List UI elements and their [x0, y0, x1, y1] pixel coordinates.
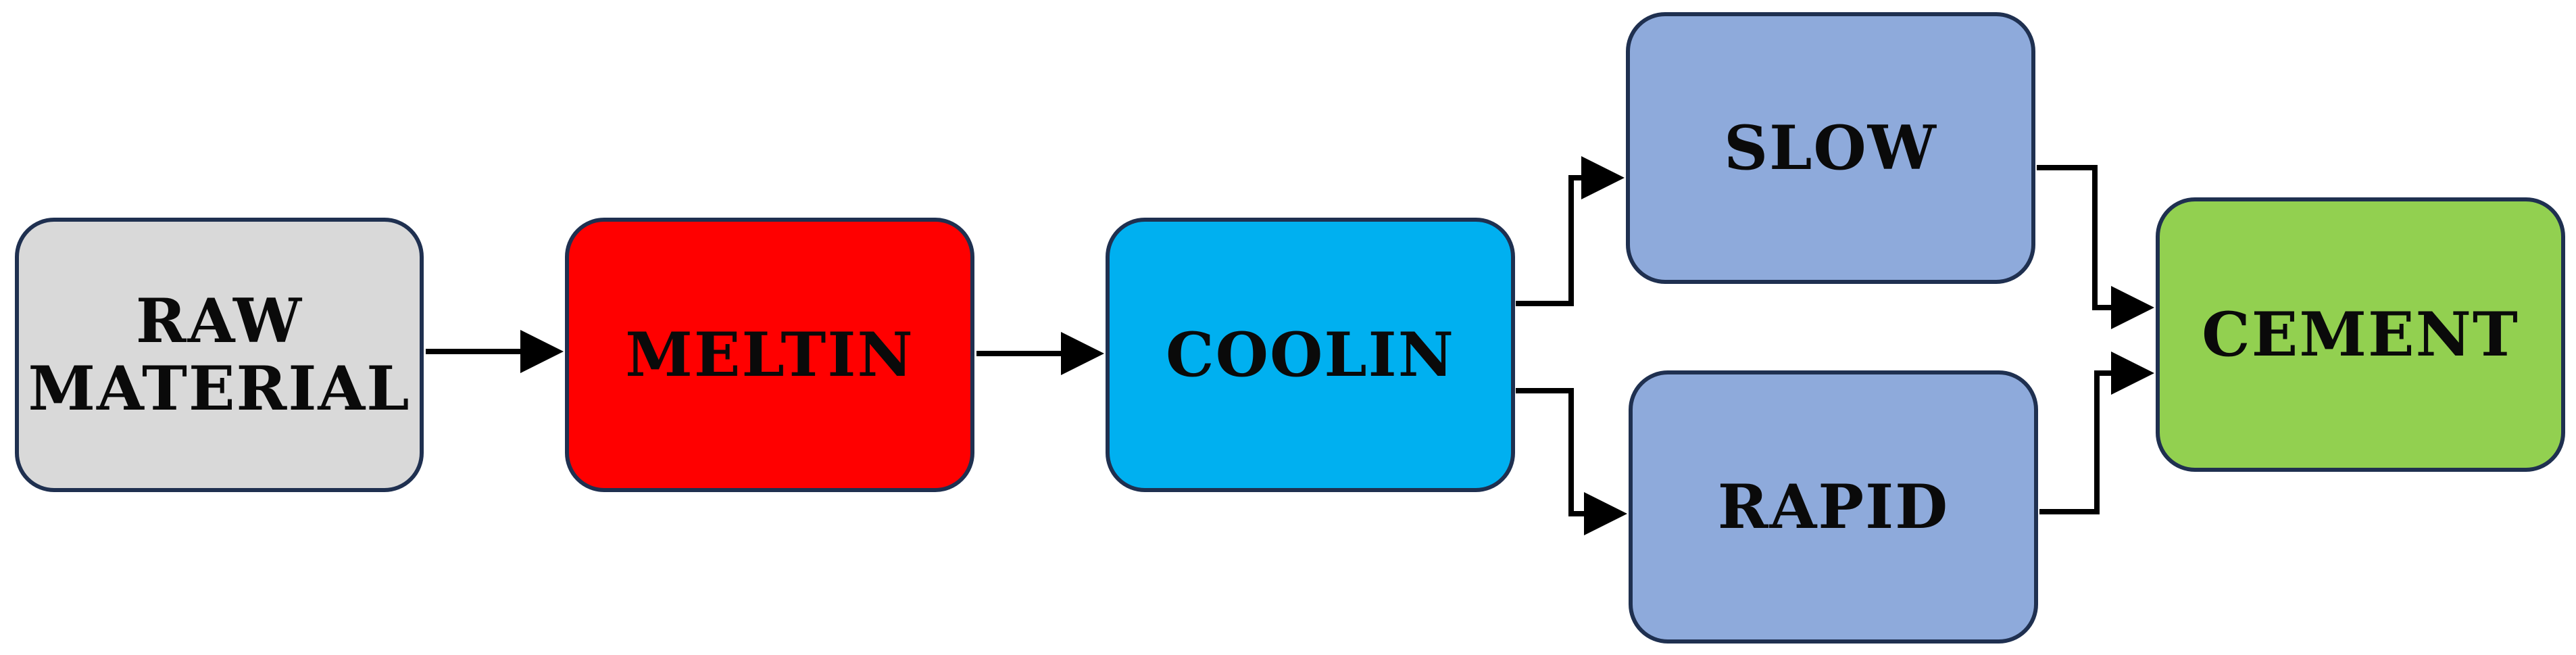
cement-label: CEMENT: [2202, 299, 2519, 370]
coolin-box: COOLIN: [1106, 218, 1515, 492]
rapid-label: RAPID: [1717, 471, 1950, 543]
coolin-label: COOLIN: [1165, 319, 1456, 391]
cement-box: CEMENT: [2156, 197, 2565, 472]
slow-label: SLOW: [1724, 112, 1937, 184]
arrow-slow-to-cement: [2037, 165, 2154, 329]
meltin-label: MELTIN: [625, 319, 914, 391]
slow-box: SLOW: [1626, 12, 2035, 284]
arrow-cool-to-slow: [1516, 156, 1625, 306]
rapid-box: RAPID: [1629, 370, 2038, 644]
arrow-cool-to-rapid: [1516, 388, 1627, 535]
raw-material-label: RAW MATERIAL: [28, 285, 411, 424]
arrow-rapid-to-cement: [2039, 351, 2154, 514]
raw-material-box: RAW MATERIAL: [15, 218, 424, 492]
meltin-box: MELTIN: [565, 218, 974, 492]
